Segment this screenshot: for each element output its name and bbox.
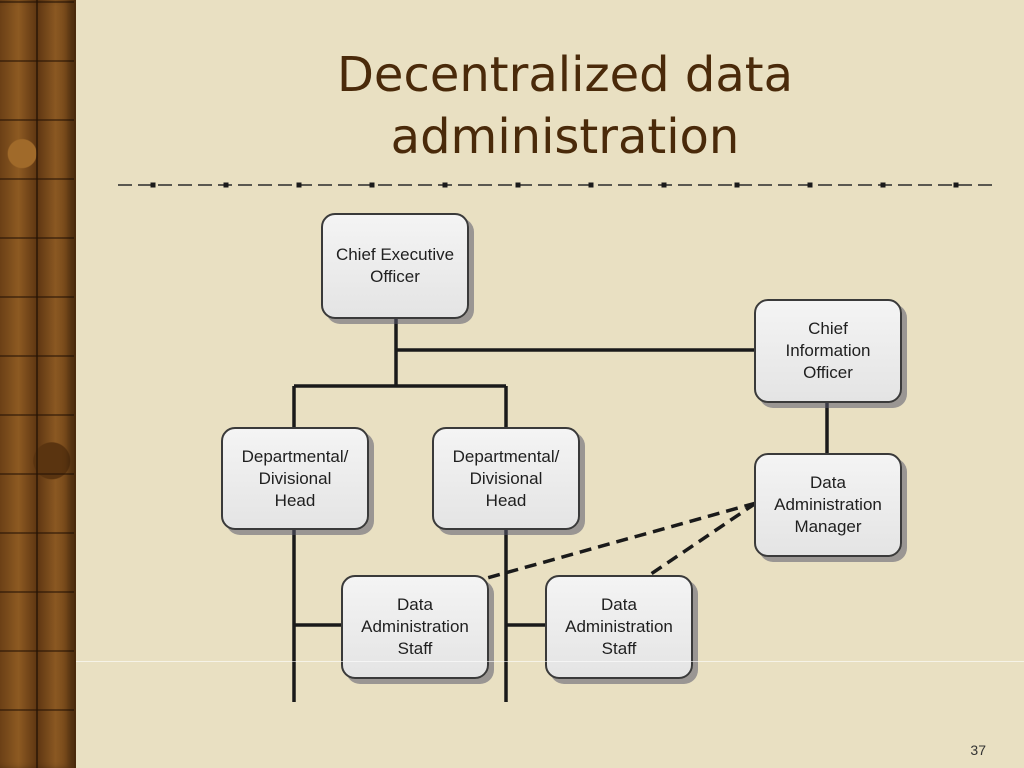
slide-title-line-1: Decentralized data: [336, 47, 794, 103]
da-manager-box: Data Administration Manager: [754, 453, 902, 557]
dept-head-1-label-line-1: Departmental/: [241, 446, 349, 466]
cio-label-line-2: Information: [785, 341, 871, 360]
dept-head-2-label-line-1: Departmental/: [452, 446, 560, 466]
da-staff-2-label-line-2: Administration: [565, 617, 673, 636]
footer-divider: [76, 661, 1024, 662]
divider-dot: [223, 182, 229, 188]
dept-head-2-label-line-3: Head: [485, 490, 527, 510]
ceo-label-line-2: Officer: [370, 267, 420, 286]
cio-label-line-1: Chief: [808, 319, 848, 338]
da-staff-1-box: Data Administration Staff: [341, 575, 489, 679]
da-staff-2-label-line-3: Staff: [601, 639, 637, 658]
da-manager-label-line-1: Data: [810, 473, 846, 492]
da-manager-label-line-2: Administration: [774, 495, 882, 514]
decorative-dashed-divider: [118, 182, 994, 188]
slide-title-line-2: administration: [390, 109, 740, 165]
divider-dot: [807, 182, 813, 188]
dept-head-2-box: Departmental/ Divisional Head: [432, 427, 580, 530]
dept-head-1-label-line-2: Divisional: [258, 468, 332, 488]
dept-head-1-label-line-3: Head: [274, 490, 316, 510]
da-manager-label-line-3: Manager: [794, 517, 862, 536]
da-staff-2-box: Data Administration Staff: [545, 575, 693, 679]
ceo-box: Chief Executive Officer: [321, 213, 469, 319]
da-staff-1-label-line-3: Staff: [397, 639, 433, 658]
divider-dot: [734, 182, 740, 188]
slide-title: Decentralized data administration: [180, 44, 950, 168]
da-staff-1-label-line-2: Administration: [361, 617, 469, 636]
ceo-label-line-1: Chief Executive: [335, 245, 455, 264]
manager-to-staff-1-dashed-line: [479, 501, 757, 582]
page-number: 37: [970, 742, 986, 758]
manager-to-staff-2-dashed-line: [647, 501, 757, 578]
cio-label-line-3: Officer: [803, 363, 853, 382]
strip-divider-line: [36, 0, 38, 768]
dept-head-2-label-line-2: Divisional: [469, 468, 543, 488]
divider-dot: [150, 182, 156, 188]
cio-box: Chief Information Officer: [754, 299, 902, 403]
divider-dot: [661, 182, 667, 188]
da-staff-2-label-line-1: Data: [601, 595, 637, 614]
divider-dot: [515, 182, 521, 188]
dept-head-1-box: Departmental/ Divisional Head: [221, 427, 369, 530]
divider-dot: [953, 182, 959, 188]
divider-dot: [369, 182, 375, 188]
divider-dot: [588, 182, 594, 188]
divider-dot: [442, 182, 448, 188]
divider-dot: [296, 182, 302, 188]
da-staff-1-label-line-1: Data: [397, 595, 433, 614]
decorative-side-strip: [0, 0, 76, 768]
divider-dot: [880, 182, 886, 188]
